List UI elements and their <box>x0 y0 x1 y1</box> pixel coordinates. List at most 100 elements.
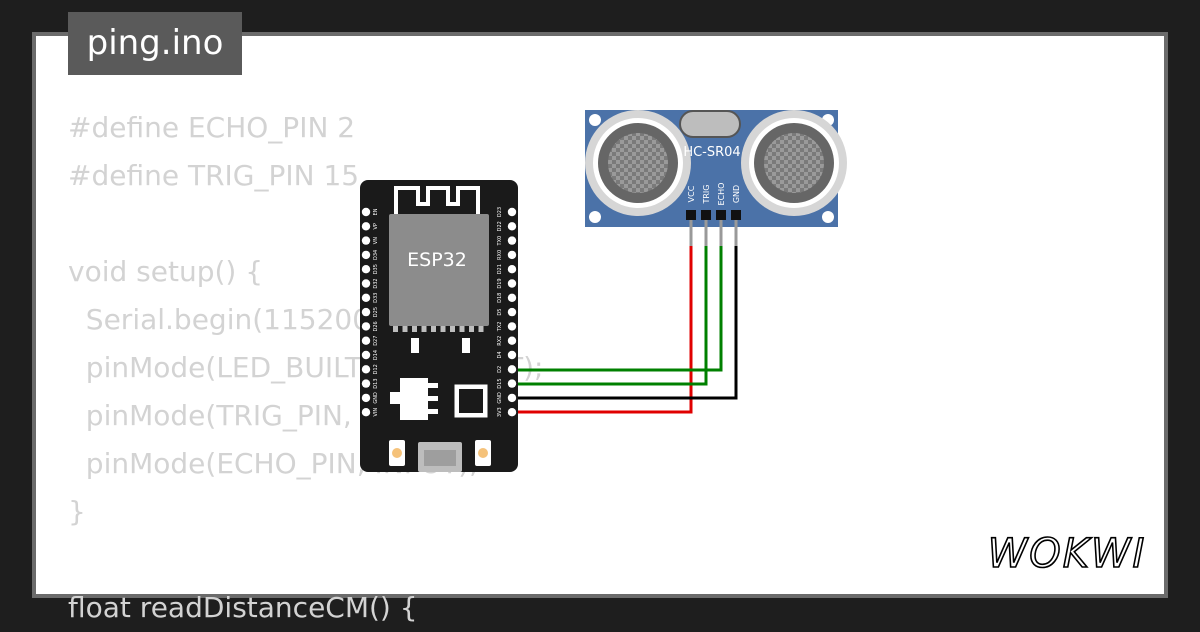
pin-vn[interactable] <box>361 236 371 245</box>
sensor-pin-socket <box>686 210 696 220</box>
pin-d12[interactable] <box>361 365 371 374</box>
pin-gnd[interactable] <box>361 393 371 403</box>
pin-d18[interactable] <box>507 293 517 302</box>
sensor-pin-socket <box>731 210 741 220</box>
pin-label: D19 <box>497 278 503 288</box>
pin-label: VN <box>373 237 379 244</box>
pin-label: D26 <box>373 321 379 331</box>
led-builtin <box>462 338 470 353</box>
pin-en[interactable] <box>361 207 371 217</box>
pin-d15[interactable] <box>507 379 517 388</box>
pin-d35[interactable] <box>361 265 371 274</box>
mount-hole <box>589 114 601 126</box>
pin-tx0[interactable] <box>507 236 517 245</box>
sensor-pin-label: GND <box>732 185 741 203</box>
pin-label: D23 <box>497 207 503 217</box>
sensor-pin-gnd[interactable] <box>734 220 738 246</box>
pin-d5[interactable] <box>507 307 517 317</box>
sensor-pin-echo[interactable] <box>719 220 723 246</box>
module-pad <box>402 326 408 332</box>
pin-d13[interactable] <box>361 379 371 388</box>
module-pad <box>412 326 417 332</box>
pin-label: D25 <box>373 307 379 317</box>
pin-label: VP <box>373 223 379 229</box>
pin-d22[interactable] <box>507 222 517 231</box>
esp32-board[interactable]: ESP32 ENVPVND34D35D32D33D25D26D27D14D12D… <box>360 180 518 472</box>
boot-button-cap[interactable] <box>478 448 488 458</box>
wire-trig-d15[interactable] <box>512 228 708 386</box>
code-line: float readDistanceCM() { <box>68 591 418 624</box>
code-editor: #define ECHO_PIN 2 #define TRIG_PIN 15 voi… <box>68 104 543 632</box>
module-pad <box>478 326 484 332</box>
pin-d33[interactable] <box>361 293 371 302</box>
pin-tx2[interactable] <box>507 322 517 331</box>
pin-rx2[interactable] <box>507 336 517 345</box>
pin-d25[interactable] <box>361 307 371 317</box>
wire-echo-d2[interactable] <box>512 228 723 372</box>
pin-d23[interactable] <box>507 207 517 217</box>
pin-label: D15 <box>497 378 503 388</box>
pin-label: D22 <box>497 221 503 231</box>
antenna-trace <box>394 186 480 214</box>
regulator-tab <box>390 392 400 404</box>
wokwi-logo: WOKWI <box>987 530 1147 578</box>
module-pad <box>393 326 398 332</box>
regulator-leg <box>428 409 438 414</box>
pin-label: GND <box>497 392 503 404</box>
micro-usb-slot <box>424 450 456 466</box>
pin-vp[interactable] <box>361 222 371 231</box>
pin-d21[interactable] <box>507 265 517 274</box>
wire-vcc-3v3[interactable] <box>512 228 693 414</box>
regulator-leg <box>428 383 438 388</box>
wire-gnd-gnd[interactable] <box>512 228 738 400</box>
file-title-tab[interactable]: ping.ino <box>68 12 242 75</box>
pin-3v3[interactable] <box>507 408 517 417</box>
pin-d19[interactable] <box>507 279 517 288</box>
pin-label: D2 <box>497 366 503 373</box>
crystal-oscillator <box>679 110 741 138</box>
sensor-pin-label: TRIG <box>702 184 711 204</box>
chip-label: ESP32 <box>407 249 467 271</box>
pin-label: TX2 <box>497 322 503 333</box>
wires <box>512 228 738 414</box>
pin-label: D5 <box>497 309 503 316</box>
right-pin-header: D23D22TX0RX0D21D19D18D5TX2RX2D4D2D15GND3… <box>497 207 517 417</box>
code-line: Serial.begin(115200); <box>68 303 391 336</box>
left-pin-header: ENVPVND34D35D32D33D25D26D27D14D12D13GNDV… <box>361 207 379 417</box>
pin-d4[interactable] <box>507 350 517 360</box>
pin-label: D27 <box>373 336 379 346</box>
sensor-label: HC-SR04 <box>683 145 740 160</box>
code-line: } <box>68 495 86 528</box>
pin-d2[interactable] <box>507 365 517 374</box>
sensor-pin-label: VCC <box>687 185 696 202</box>
pin-label: GND <box>373 392 379 404</box>
pin-gnd[interactable] <box>507 393 517 403</box>
module-pad <box>431 326 436 332</box>
module-pads <box>393 326 484 332</box>
code-line: void setup() { <box>68 255 264 288</box>
regulator-leg <box>428 396 438 401</box>
pin-vin[interactable] <box>361 408 371 417</box>
sensor-pin-vcc[interactable] <box>689 220 693 246</box>
pin-rx0[interactable] <box>507 250 517 260</box>
sensor-pin-trig[interactable] <box>704 220 708 246</box>
reset-button-cap[interactable] <box>392 448 402 458</box>
led-power <box>411 338 419 353</box>
pin-d26[interactable] <box>361 322 371 331</box>
module-pad <box>459 326 465 332</box>
pin-d34[interactable] <box>361 250 371 260</box>
module-pad <box>421 326 427 332</box>
wokwi-logo-text: WOKWI <box>988 531 1147 577</box>
pin-label: EN <box>373 208 379 215</box>
module-pad <box>450 326 455 332</box>
pin-label: TX0 <box>497 236 503 247</box>
code-line: #define ECHO_PIN 2 <box>68 111 356 144</box>
pin-d32[interactable] <box>361 279 371 288</box>
pin-label: D14 <box>373 350 379 360</box>
pin-d14[interactable] <box>361 350 371 360</box>
pin-d27[interactable] <box>361 336 371 345</box>
code-line: #define TRIG_PIN 15 <box>68 159 360 192</box>
